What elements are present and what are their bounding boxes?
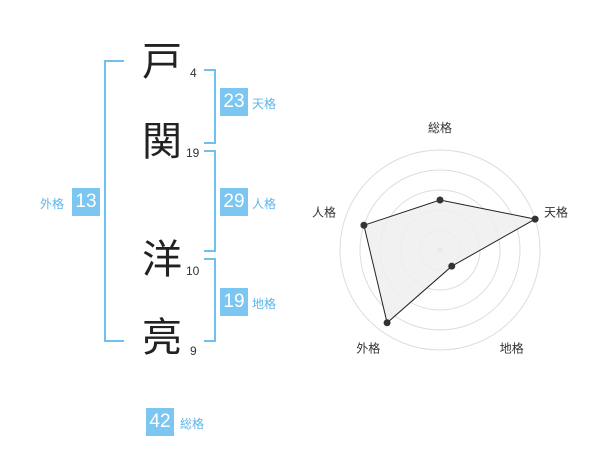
radar-point [383,319,391,327]
radar-points [360,196,539,327]
radar-axis-label: 外格 [356,341,380,356]
name-char-2: 関 [142,119,182,165]
radar-axis-label: 天格 [544,204,568,219]
stroke-count-1: 4 [190,66,197,80]
tenkaku-score-badge: 23 [220,88,248,116]
stroke-count-3: 10 [186,264,200,278]
chikaku-label: 地格 [252,297,277,311]
chikaku-score-badge: 19 [220,288,248,316]
radar-ring [339,149,541,351]
stroke-count-4: 9 [190,344,197,358]
soukaku-label: 総格 [180,417,205,431]
jinkaku-score-badge: 29 [220,188,248,216]
gaikaku-score-badge: 13 [72,188,100,216]
chikaku-bracket [204,258,216,342]
stroke-count-2: 19 [186,146,200,160]
radar-point [531,215,539,223]
radar-axis-label: 地格 [500,341,524,356]
jinkaku-label: 人格 [252,197,277,211]
tenkaku-label: 天格 [252,97,277,111]
gaikaku-bracket [104,60,124,342]
soukaku-score-badge: 42 [146,408,174,436]
radar-axis-label: 総格 [428,120,452,135]
radar-point [448,262,456,270]
radar-axis-label: 人格 [312,204,336,219]
name-char-3: 洋 [142,237,182,283]
tenkaku-bracket [204,69,216,144]
name-char-4: 亮 [142,315,182,361]
radar-point [360,221,368,229]
radar-area [363,199,537,324]
radar-point [436,196,444,204]
name-char-1: 戸 [142,39,182,85]
jinkaku-bracket [204,150,216,252]
gaikaku-label: 外格 [40,197,65,211]
radar-ring [359,169,521,331]
